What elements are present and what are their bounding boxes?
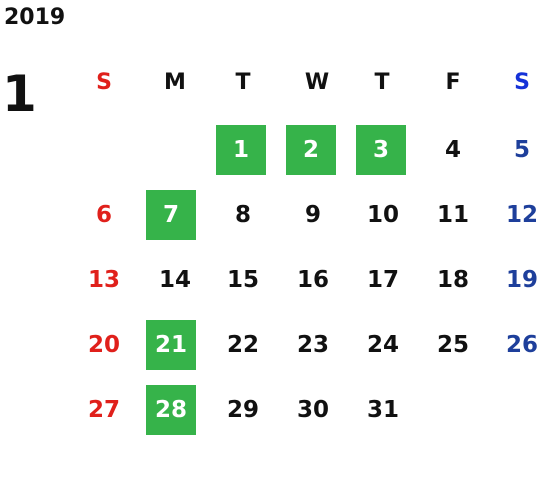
- day-5[interactable]: 5: [513, 137, 530, 163]
- day-28[interactable]: 28: [146, 385, 196, 435]
- day-14[interactable]: 14: [158, 267, 191, 293]
- day-26[interactable]: 26: [505, 332, 538, 358]
- day-11[interactable]: 11: [436, 202, 469, 228]
- day-20[interactable]: 20: [87, 332, 120, 358]
- weekday-header-tuesday: T: [235, 69, 251, 95]
- day-3[interactable]: 3: [356, 125, 406, 175]
- day-25[interactable]: 25: [436, 332, 469, 358]
- day-29[interactable]: 29: [226, 397, 259, 423]
- weekday-header-thursday: T: [374, 69, 390, 95]
- weekday-header-saturday: S: [514, 69, 530, 95]
- day-4[interactable]: 4: [444, 137, 461, 163]
- day-7[interactable]: 7: [146, 190, 196, 240]
- day-1[interactable]: 1: [216, 125, 266, 175]
- day-19[interactable]: 19: [505, 267, 538, 293]
- day-21[interactable]: 21: [146, 320, 196, 370]
- day-18[interactable]: 18: [436, 267, 469, 293]
- day-27[interactable]: 27: [87, 397, 120, 423]
- day-17[interactable]: 17: [366, 267, 399, 293]
- day-22[interactable]: 22: [226, 332, 259, 358]
- weekday-header-friday: F: [445, 69, 461, 95]
- day-12[interactable]: 12: [505, 202, 538, 228]
- day-16[interactable]: 16: [296, 267, 329, 293]
- day-2[interactable]: 2: [286, 125, 336, 175]
- day-23[interactable]: 23: [296, 332, 329, 358]
- month-label: 1: [2, 65, 37, 123]
- day-24[interactable]: 24: [366, 332, 399, 358]
- day-30[interactable]: 30: [296, 397, 329, 423]
- day-8[interactable]: 8: [234, 202, 251, 228]
- day-6[interactable]: 6: [95, 202, 112, 228]
- day-9[interactable]: 9: [304, 202, 321, 228]
- day-10[interactable]: 10: [366, 202, 399, 228]
- day-31[interactable]: 31: [366, 397, 399, 423]
- weekday-header-sunday: S: [96, 69, 112, 95]
- day-13[interactable]: 13: [87, 267, 120, 293]
- weekday-header-wednesday: W: [304, 69, 330, 95]
- day-15[interactable]: 15: [226, 267, 259, 293]
- weekday-header-monday: M: [164, 69, 186, 95]
- year-label: 2019: [4, 5, 66, 30]
